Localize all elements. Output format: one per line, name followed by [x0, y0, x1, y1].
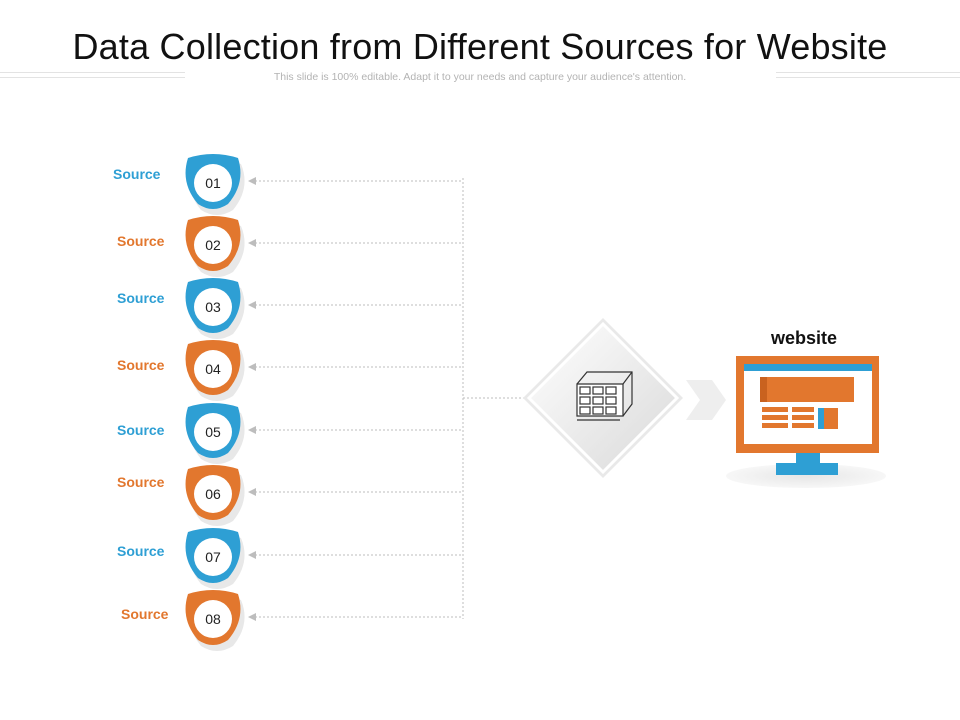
source-badge-1: 01 [184, 154, 248, 218]
source-badge-3: 03 [184, 278, 248, 342]
source-label-5: Source [117, 422, 165, 438]
source-number-6: 06 [205, 486, 221, 502]
connector-arrow-2 [248, 239, 256, 247]
connector-arrow-6 [248, 488, 256, 496]
source-number-8: 08 [205, 611, 221, 627]
source-label-1: Source [113, 166, 161, 182]
source-number-3: 03 [205, 299, 221, 315]
connector-arrow-3 [248, 301, 256, 309]
source-badge-4: 04 [184, 340, 248, 404]
chevron-right-icon [686, 380, 726, 420]
source-number-2: 02 [205, 237, 221, 253]
page-title: Data Collection from Different Sources f… [72, 26, 888, 67]
source-badge-2: 02 [184, 216, 248, 280]
source-badge-8: 08 [184, 590, 248, 654]
source-number-1: 01 [205, 175, 221, 191]
source-badge-5: 05 [184, 403, 248, 467]
title-rule-right [776, 72, 960, 78]
database-cube-icon [576, 371, 633, 421]
connector-arrow-8 [248, 613, 256, 621]
connector-arrow-5 [248, 426, 256, 434]
source-badge-6: 06 [184, 465, 248, 529]
source-label-4: Source [117, 357, 165, 373]
page-subtitle: This slide is 100% editable. Adapt it to… [273, 71, 687, 83]
source-label-2: Source [117, 233, 165, 249]
connector-arrow-7 [248, 551, 256, 559]
connector-arrow-1 [248, 177, 256, 185]
source-label-3: Source [117, 290, 165, 306]
title-rule-left [0, 72, 185, 78]
source-label-8: Source [121, 606, 169, 622]
source-number-4: 04 [205, 361, 221, 377]
source-label-6: Source [117, 474, 165, 490]
source-badge-7: 07 [184, 528, 248, 592]
source-label-7: Source [117, 543, 165, 559]
website-label: website [770, 328, 838, 348]
source-number-7: 07 [205, 549, 221, 565]
connector-arrow-4 [248, 363, 256, 371]
source-number-5: 05 [205, 424, 221, 440]
monitor-website-icon [726, 356, 886, 488]
